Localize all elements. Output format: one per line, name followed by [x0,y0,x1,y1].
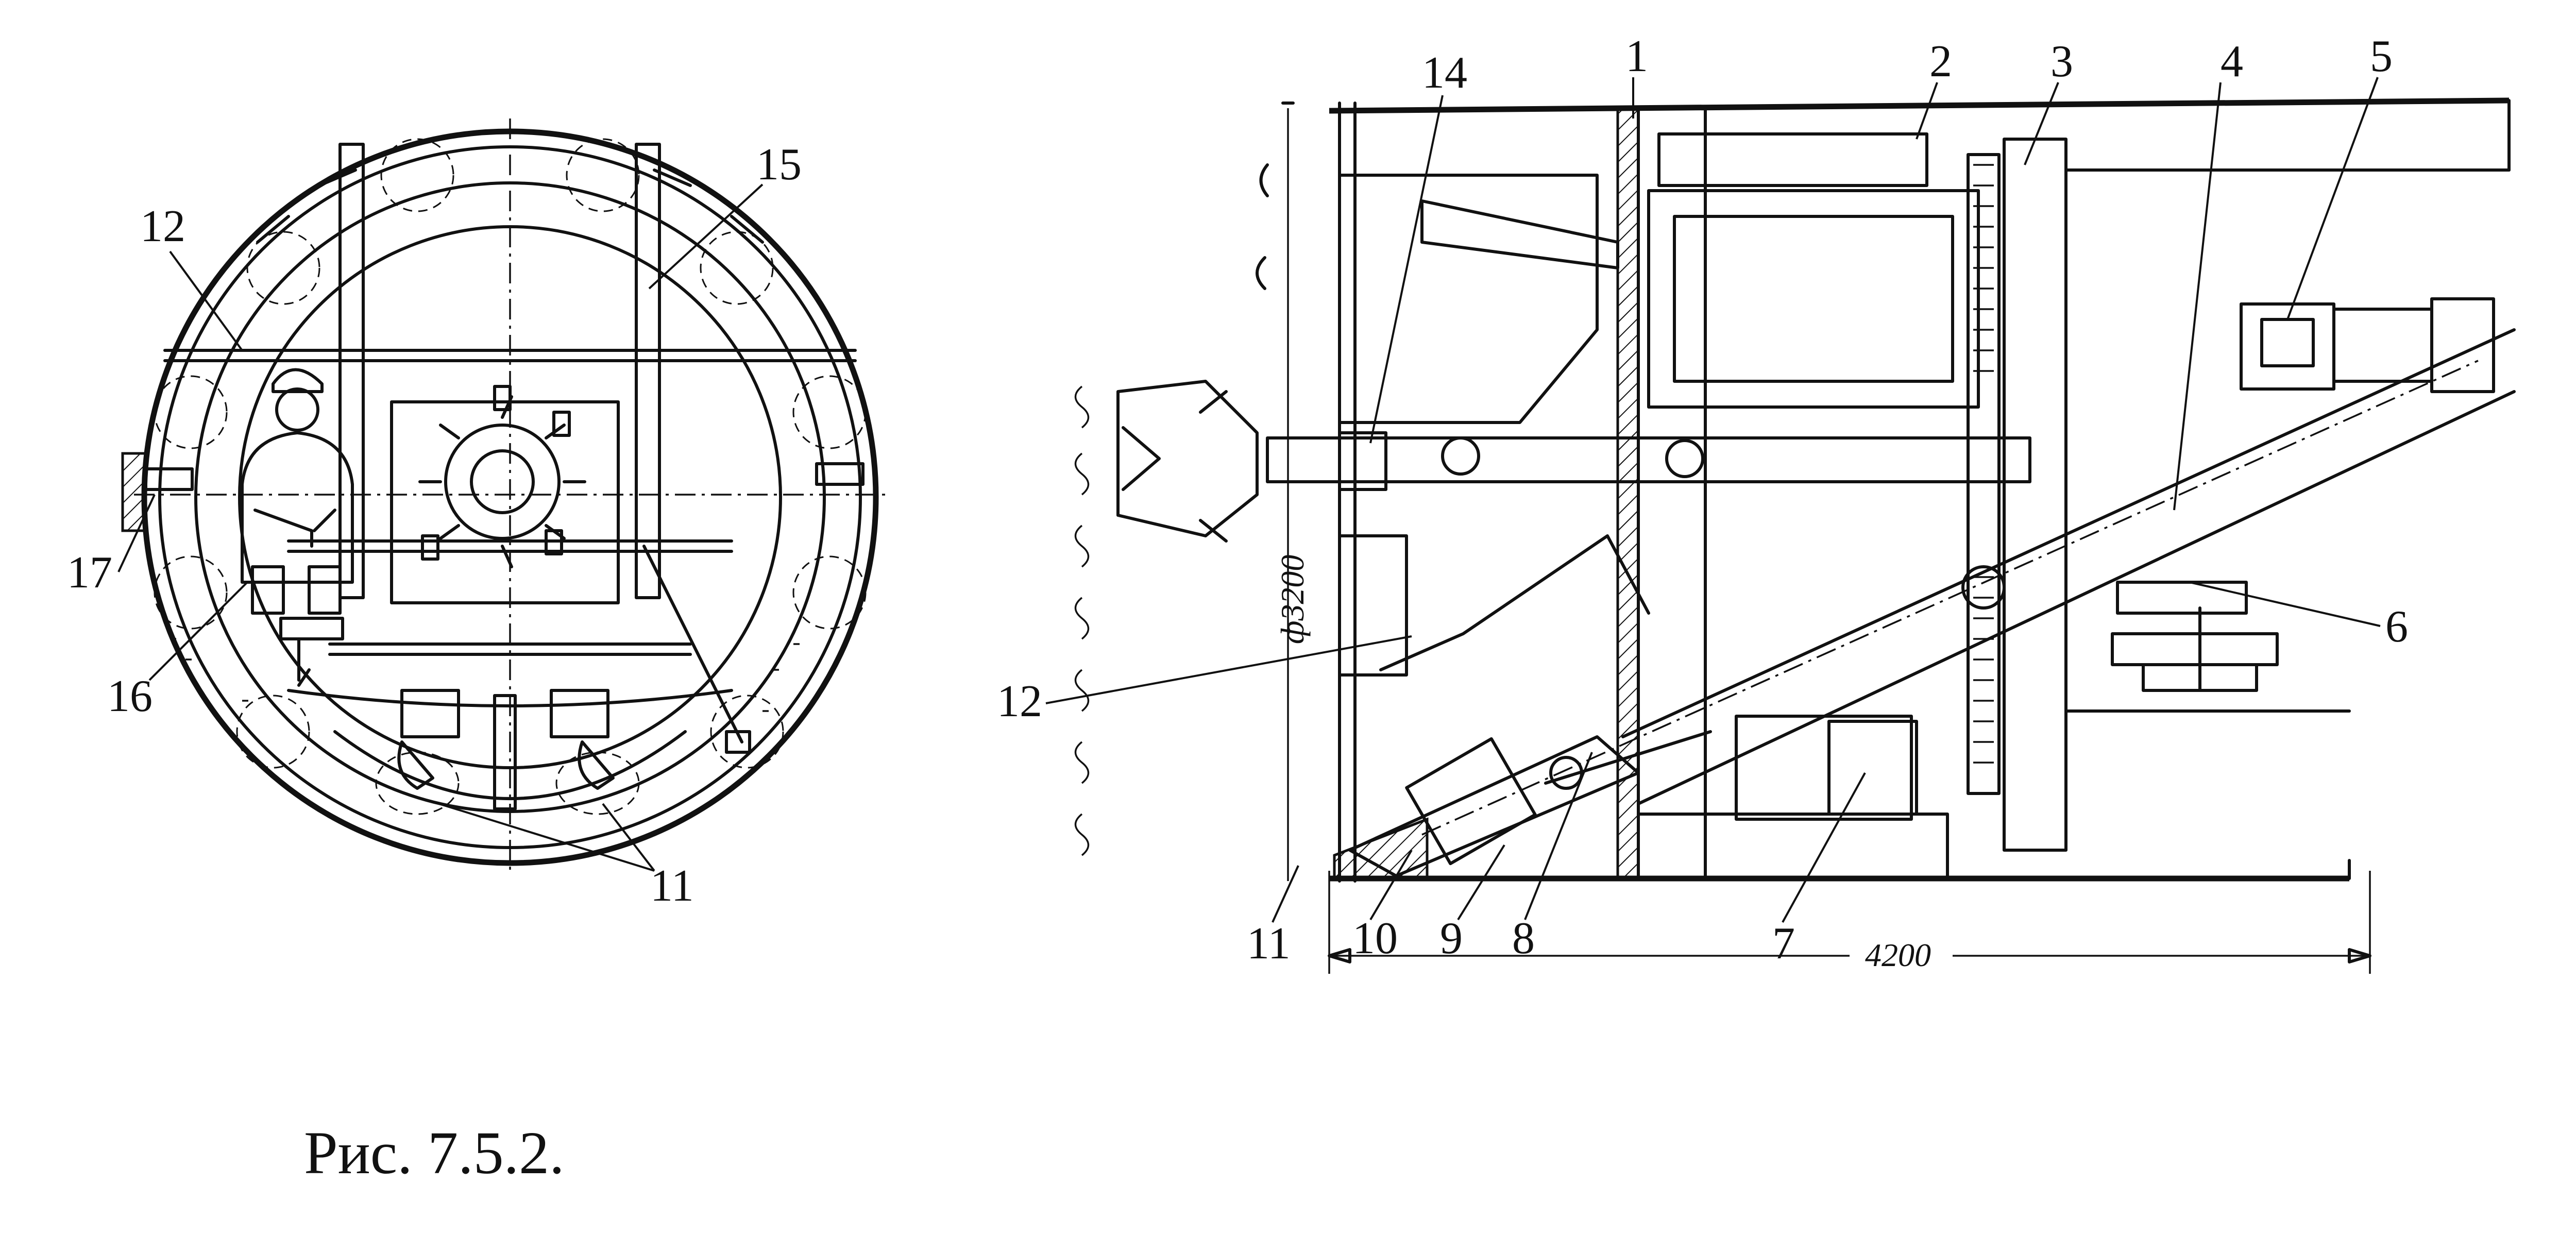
diagonal-rod [642,545,743,743]
cutter-head-side [1116,380,1259,537]
conveyor-bottom [1637,390,2516,805]
callout-9: 9 [1440,914,1463,963]
conveyor-top [1621,328,2516,738]
conveyor-pulley [1961,565,2006,610]
drive-motor [1735,715,1913,821]
right-brace [815,462,865,486]
face-marks [1256,102,1295,290]
callout-6: 6 [2385,602,2408,652]
jack-circles [154,138,867,769]
drum-gear [1657,132,1928,187]
callout-7: 7 [1772,919,1795,969]
pan-left [375,751,460,815]
upper-hopper [1338,174,1599,424]
left-frame-post [338,143,365,599]
callout-1: 1 [1625,31,1648,81]
callout-12-front: 12 [140,201,185,251]
diameter-dimension: ф3200 [1274,555,1311,644]
shield-front-edge [1338,102,1357,883]
cutter-boom [1266,436,2031,483]
callout-4: 4 [2221,37,2243,87]
gear-teeth [1973,164,1994,764]
loader-apron [1348,735,1640,877]
callout-11-side: 11 [1247,919,1291,969]
rock-face [1074,385,1090,856]
side-view: ф3200 4200 1 2 3 4 5 14 6 12 7 8 [997,31,2516,976]
ring-gear [1967,153,2001,795]
callout-15: 15 [756,140,802,190]
callout-8: 8 [1512,914,1535,963]
figure-caption: Рис. 7.5.2. [304,1119,565,1187]
callout-12-side: 12 [997,677,1042,726]
segment-joints [256,168,764,244]
length-dimension: 4200 [1865,937,1931,973]
pan-right [555,751,640,815]
callout-2: 2 [1929,37,1952,87]
bulkhead [1616,107,1640,880]
callout-5: 5 [2370,31,2393,81]
callout-16: 16 [107,671,152,721]
cutter-head [418,385,586,568]
cutter-housing [390,400,620,604]
bucket-trough [287,689,733,707]
loader-bowl [333,730,687,800]
gearbox [2332,308,2433,383]
shell-top [1329,97,2510,114]
right-frame-post [635,143,661,599]
front-callouts: 12 15 17 16 11 [67,140,802,911]
side-callouts: 1 2 3 4 5 14 6 12 7 8 9 10 11 [997,31,2408,969]
lower-housing [1338,534,1408,677]
drum-housing [1647,189,1980,409]
callout-3: 3 [2050,37,2073,87]
left-brace [121,452,147,532]
front-view: 12 15 17 16 11 [67,119,886,911]
loader-drive [1405,737,1537,866]
callout-11-front: 11 [650,861,694,911]
callout-17: 17 [67,548,112,598]
callout-10: 10 [1352,914,1398,963]
worker-figure [241,368,354,687]
callout-14: 14 [1422,48,1467,98]
conveyor-support [2116,581,2248,615]
